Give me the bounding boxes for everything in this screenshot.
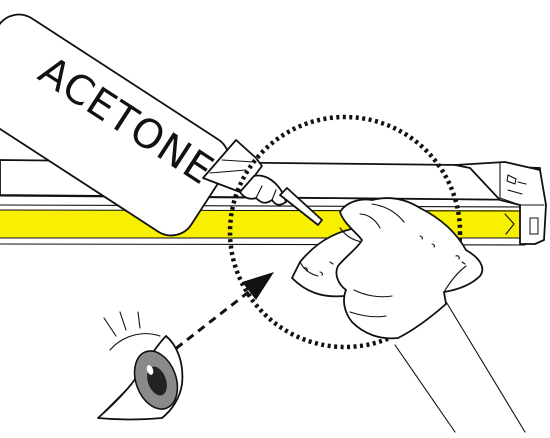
eye-icon (97, 311, 184, 421)
acetone-bottle-icon: ACETONE (0, 13, 323, 237)
magnifier-circle-icon (227, 114, 463, 350)
hand-with-cloth-icon (291, 197, 526, 433)
inspection-arrow-icon (164, 272, 274, 359)
